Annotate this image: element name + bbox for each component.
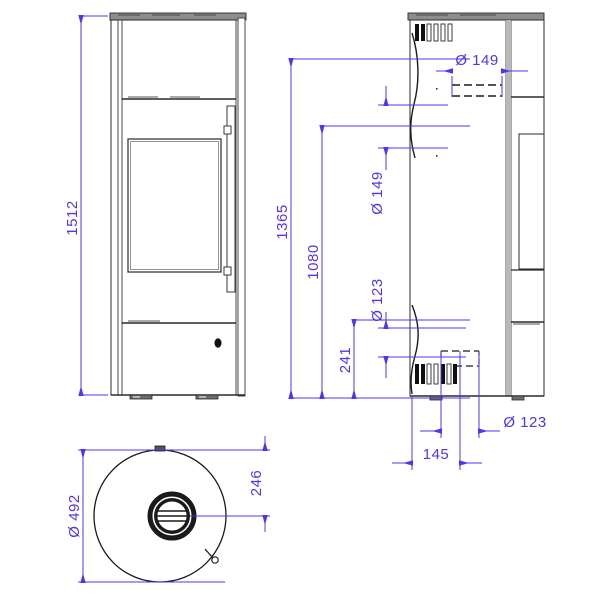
side-mark-b	[436, 155, 438, 157]
dim-r149-label: Ø 149	[369, 171, 386, 214]
side-curved-front-upper	[410, 32, 419, 159]
plan-handle-stem	[204, 548, 214, 559]
front-door-handle-rail	[226, 105, 236, 293]
side-rear-inset-panel	[518, 133, 545, 270]
side-mark-a	[436, 88, 438, 90]
side-top-vent-louvres	[415, 23, 453, 42]
dim-front-height: 1512	[64, 15, 108, 396]
louvre-b6	[446, 363, 452, 385]
dim-plan-offset: 246	[190, 436, 270, 532]
dim-side-bottom-offset: 145	[392, 351, 482, 470]
dim-side-top-flue-dia: Ø 149	[436, 52, 528, 97]
dim-side-1365: 1365	[274, 58, 470, 399]
dim-side-bottom-inlet-dia: Ø 123	[420, 351, 546, 438]
front-door-glass-inner	[130, 141, 219, 270]
side-rear-partition-fill	[506, 20, 511, 396]
louvre-t4	[433, 23, 439, 42]
dim-1080-label: 1080	[305, 244, 322, 279]
louvre-t6	[447, 23, 453, 42]
louvre-t5	[440, 23, 446, 42]
dim-r123-label: Ø 123	[369, 278, 386, 321]
plan-handle-knob	[211, 556, 219, 564]
front-top-plate	[109, 12, 247, 21]
side-bottom-vent-louvres	[415, 363, 457, 385]
dim-side-1080: 1080	[305, 125, 470, 399]
plan-top-tab	[154, 445, 166, 452]
louvre-b4	[433, 363, 439, 385]
louvre-b5	[441, 364, 445, 384]
louvre-b1	[415, 364, 419, 384]
louvre-b2	[421, 364, 425, 384]
louvre-b3	[426, 363, 432, 385]
dim-241-label: 241	[337, 347, 354, 374]
louvre-t3	[426, 23, 432, 42]
dim-side-rear-flue-dia: Ø 149	[369, 86, 448, 215]
front-elevation-view	[109, 12, 247, 400]
front-drawer-knob	[214, 338, 222, 348]
side-top-plate	[407, 12, 545, 21]
dim-1365-label: 1365	[274, 204, 291, 239]
side-foot-right	[511, 395, 525, 401]
dim-front-height-label: 1512	[64, 200, 81, 235]
dim-t149-label: Ø 149	[455, 52, 498, 69]
dim-246-label: 246	[248, 470, 265, 497]
louvre-t1	[415, 24, 419, 41]
dim-145-label: 145	[423, 446, 450, 463]
louvre-t2	[421, 24, 425, 41]
front-foot-right	[195, 394, 219, 400]
front-foot-left	[129, 394, 153, 400]
dim-b123-label: Ø 123	[503, 414, 546, 431]
dim-492-label: Ø 492	[66, 494, 83, 537]
top-plan-view	[93, 445, 227, 583]
front-door-handle-bracket-top	[223, 125, 232, 135]
dim-side-rear-inlet-dia: Ø 123	[369, 278, 466, 378]
front-door-handle-bracket-bottom	[223, 266, 232, 276]
dim-side-241: 241	[337, 319, 470, 399]
louvre-b7	[453, 364, 457, 384]
side-section-view	[407, 12, 545, 401]
front-side-return	[237, 17, 246, 397]
dim-plan-diameter: Ø 492	[66, 449, 270, 583]
